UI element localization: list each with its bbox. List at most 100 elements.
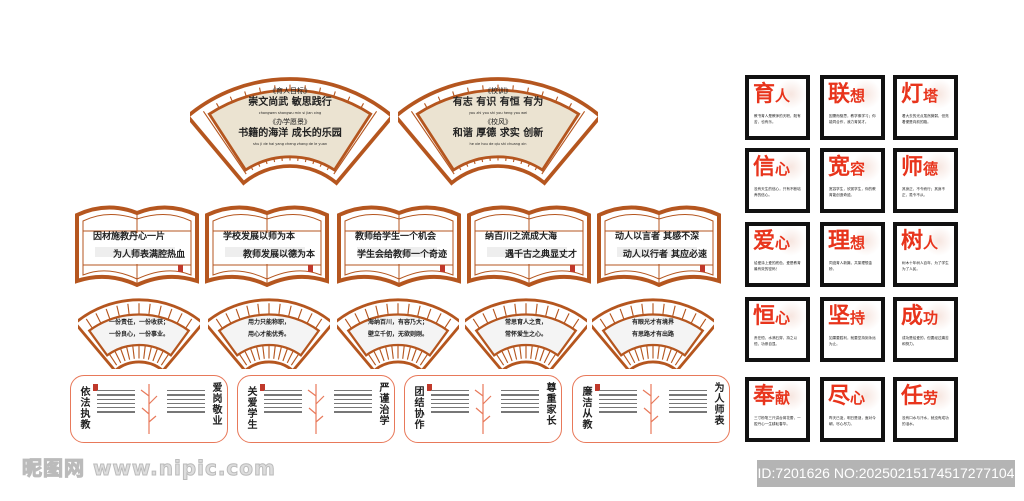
calligraphy-title: 坚持 xyxy=(828,303,865,331)
cloud-pattern xyxy=(851,301,881,331)
calligraphy-title: 奉献 xyxy=(753,383,790,411)
watermark-logo: 昵图网 www.nipic.com xyxy=(22,456,276,481)
book-line-2: 学生会给教师一个奇迹 xyxy=(356,250,447,260)
cloud-pattern xyxy=(924,301,954,331)
cloud-pattern xyxy=(924,226,954,256)
calligraphy-char-2: 心 xyxy=(775,160,791,178)
calligraphy-char-1: 联 xyxy=(828,81,851,107)
calligraphy-char-1: 信 xyxy=(753,154,776,180)
card-description: 成功是给爱的，但要经过痛苦和努力。 xyxy=(902,336,949,346)
book-line-1: 学校发展以师为本 xyxy=(223,232,296,242)
body-text-lines xyxy=(334,390,372,416)
book-line-2: 动人以行者 其应必速 xyxy=(622,250,707,260)
fan-motto: 和谐 厚德 求实 创新 xyxy=(452,128,544,139)
teacher-ethics-panel: 团结协作尊重家长 xyxy=(404,375,562,443)
fan-motto: 有志 有识 有恒 有为 xyxy=(452,97,544,108)
panel-title-right: 尊重家长 xyxy=(544,382,555,426)
fan-pinyin: shu ji de hai yang cheng zhang de le yua… xyxy=(252,142,328,146)
cloud-pattern xyxy=(851,152,881,182)
book-line-1: 动人以言者 其感不深 xyxy=(615,232,700,242)
seal-stamp xyxy=(93,384,98,391)
book-line-1: 教师给学生一个机会 xyxy=(355,232,437,242)
fan-frame xyxy=(592,298,714,369)
book-line-1: 纳百川之流成大海 xyxy=(485,232,558,242)
virtue-card: 奉献三寸粉笔三尺讲台育花蕾，一腔丹心一生耕耘春华。 xyxy=(745,377,810,442)
card-description: 昨天已逝，明日是谜，面对今朝，尽心尽力。 xyxy=(829,416,876,426)
calligraphy-title: 灯塔 xyxy=(901,81,938,109)
panel-title-right: 为人师表 xyxy=(712,382,723,426)
cloud-pattern xyxy=(924,381,954,411)
cloud-pattern xyxy=(776,79,806,109)
fan-frame xyxy=(208,298,330,369)
card-description: 贵在恒，水滴石穿，持之以恒，功崇自显。 xyxy=(754,336,798,346)
calligraphy-char-1: 任 xyxy=(901,383,924,409)
calligraphy-char-2: 功 xyxy=(923,309,939,327)
book-panel: 纳百川之流成大海遇千古之典显丈才 xyxy=(467,203,591,287)
calligraphy-char-2: 想 xyxy=(850,87,866,105)
virtue-card: 联想因需而驱思，教学像学习；你能同合作，我力育英才。 xyxy=(820,75,885,140)
quote-line-1: 常思育人之责， xyxy=(504,319,547,326)
calligraphy-char-2: 心 xyxy=(775,309,791,327)
card-description: 树木十年树人百年，为了学生为了人民。 xyxy=(902,261,949,271)
calligraphy-char-1: 师 xyxy=(901,154,924,180)
calligraphy-char-1: 奉 xyxy=(753,383,776,409)
book-panel: 学校发展以师为本教师发展以德为本 xyxy=(205,203,329,287)
quote-line-1: 有眼光才有境界 xyxy=(631,319,674,326)
card-description: 宽容学生，欣赏学生，你的教育能创造奇迹。 xyxy=(829,187,876,197)
seal-stamp xyxy=(595,384,600,391)
fan-heading: 《育人目标》 xyxy=(269,87,311,95)
calligraphy-char-2: 塔 xyxy=(923,87,939,105)
fan-pinyin: you zhi you shi you heng you wei xyxy=(468,111,528,115)
card-description: 给爱涂上爱的底色，爱是教育最有效的密码！ xyxy=(754,261,801,271)
virtue-card: 育人教书育人是教师的天职，既有苦，也有乐。 xyxy=(745,75,810,140)
fan-motto: 书籍的海洋 成长的乐园 xyxy=(238,128,342,139)
card-description: 如果要胜利，就要坚持到永远为止。 xyxy=(829,336,876,346)
cloud-pattern xyxy=(776,152,806,182)
book-line-2: 遇千古之典显丈才 xyxy=(504,250,577,260)
calligraphy-title: 恒心 xyxy=(753,303,790,331)
card-description: 三寸粉笔三尺讲台育花蕾，一腔丹心一生耕耘春华。 xyxy=(754,416,801,426)
virtue-card: 树人树木十年树人百年，为了学生为了人民。 xyxy=(893,222,958,287)
body-text-lines xyxy=(669,390,707,416)
calligraphy-title: 任劳 xyxy=(901,383,938,411)
fan-heading: 《校训》 xyxy=(484,87,512,95)
motto-fan-panel: 《校训》有志 有识 有恒 有为 you zhi you shi you heng … xyxy=(398,72,598,187)
quote-line-2: 用心才能优秀。 xyxy=(247,331,290,338)
seal-stamp xyxy=(570,265,575,272)
quote-line-1: 海纳百川，有容乃大； xyxy=(367,319,428,326)
seal-stamp xyxy=(427,384,432,391)
book-frame xyxy=(337,205,461,287)
quote-line-2: 一份良心，一份事业。 xyxy=(108,331,169,338)
fan-motto: 崇文尚武 敏思践行 xyxy=(248,97,332,108)
calligraphy-char-2: 人 xyxy=(775,87,791,105)
calligraphy-char-2: 想 xyxy=(850,234,866,252)
panel-title-right: 严谨治学 xyxy=(377,382,388,426)
virtue-card: 信心没有天生的信心，只有不断培养的信心。 xyxy=(745,148,810,213)
calligraphy-char-1: 爱 xyxy=(753,228,776,254)
calligraphy-title: 信心 xyxy=(753,154,790,182)
fan-heading: 《办学愿景》 xyxy=(269,118,311,126)
body-text-lines xyxy=(167,390,205,416)
body-text-lines xyxy=(599,390,637,416)
bamboo-illustration xyxy=(473,384,493,434)
cloud-pattern xyxy=(851,381,881,411)
virtue-card: 成功成功是给爱的，但要经过痛苦和努力。 xyxy=(893,297,958,362)
cloud-pattern xyxy=(851,79,881,109)
book-panel: 动人以言者 其感不深动人以行者 其应必速 xyxy=(597,203,721,287)
quote-fan-panel: 海纳百川，有容乃大；壁立千仞，无欲则刚。 xyxy=(337,295,459,369)
calligraphy-title: 爱心 xyxy=(753,228,790,256)
fan-heading: 《校风》 xyxy=(484,118,512,126)
body-text-lines xyxy=(264,390,302,416)
calligraphy-title: 师德 xyxy=(901,154,938,182)
virtue-card: 爱心给爱涂上爱的底色，爱是教育最有效的密码！ xyxy=(745,222,810,287)
calligraphy-char-1: 尽 xyxy=(828,383,851,409)
calligraphy-char-2: 心 xyxy=(850,389,866,407)
calligraphy-title: 理想 xyxy=(828,228,865,256)
quote-fan-panel: 常思育人之责， 常怀爱生之心。 xyxy=(465,295,587,369)
bamboo-illustration xyxy=(306,384,326,434)
bamboo-illustration xyxy=(641,384,661,434)
virtue-card: 尽心昨天已逝，明日是谜，面对今朝，尽心尽力。 xyxy=(820,377,885,442)
quote-line-2: 常怀爱生之心。 xyxy=(504,331,547,338)
card-description: 同迹育人新篇，共架理想金桥。 xyxy=(829,261,873,271)
